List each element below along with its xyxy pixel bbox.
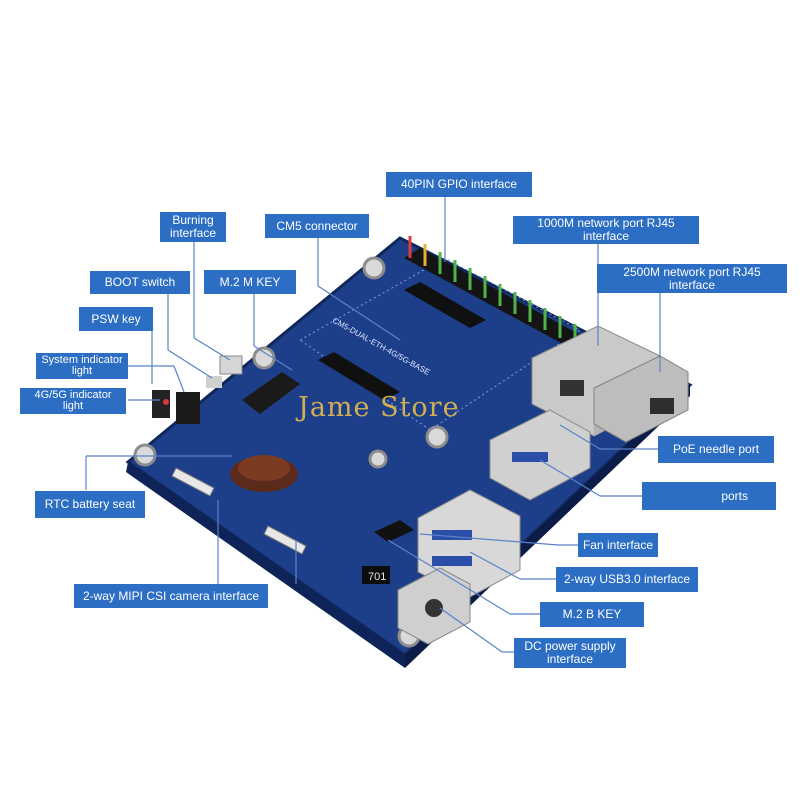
pcb-board-edge	[126, 462, 405, 668]
mounting-hole	[252, 346, 276, 370]
gpio-pins	[408, 236, 577, 346]
leader-lines	[85, 197, 661, 653]
mounting-hole	[362, 256, 386, 280]
rtc-battery	[230, 455, 298, 492]
label-boot-switch: BOOT switch	[90, 271, 190, 294]
mounting-hole	[133, 443, 157, 467]
dc-power-jack	[397, 567, 471, 645]
psw-button	[152, 390, 170, 418]
label-usb3: 2-way USB3.0 interface	[556, 567, 698, 592]
label-rj45-2500: 2500M network port RJ45 interface	[597, 264, 787, 293]
boot-switch	[206, 376, 222, 388]
label-system-indicator: System indicator light	[36, 353, 128, 379]
led-red	[163, 399, 169, 405]
label-dc-power: DC power supply interface	[514, 638, 626, 668]
label-cm5-connector: CM5 connector	[265, 214, 369, 238]
usb-ports-upper	[489, 409, 591, 501]
watermark: Jame Store	[298, 392, 460, 423]
label-psw-key: PSW key	[79, 307, 153, 331]
mounting-hole	[368, 449, 388, 469]
pcb-board-edge-right	[405, 385, 690, 668]
label-poe: PoE needle port	[658, 436, 774, 463]
label-fan: Fan interface	[578, 533, 658, 557]
label-ports: ports	[642, 482, 776, 510]
fan-connector	[374, 520, 414, 542]
cm5-connector-bottom	[318, 352, 400, 400]
rj45-2500-port	[593, 355, 689, 443]
m2-m-key-slot	[242, 372, 300, 414]
label-burning: Burning interface	[160, 212, 226, 242]
burning-port	[219, 355, 243, 375]
connector-mark: 701	[368, 571, 386, 583]
label-gpio: 40PIN GPIO interface	[386, 172, 532, 197]
led-block	[176, 392, 200, 424]
label-mipi-csi: 2-way MIPI CSI camera interface	[74, 584, 268, 608]
label-m2-b-key: M.2 B KEY	[540, 602, 644, 627]
label-rtc: RTC battery seat	[35, 491, 145, 518]
cm5-outline	[299, 257, 581, 431]
label-m2-m-key: M.2 M KEY	[204, 270, 296, 294]
cm5-connector-top	[404, 282, 486, 328]
label-rj45-1000: 1000M network port RJ45 interface	[513, 216, 699, 244]
label-4g5g-indicator: 4G/5G indicator light	[20, 388, 126, 414]
connector-mark-bg	[362, 566, 390, 584]
mipi-csi-connector	[171, 467, 215, 497]
mounting-hole	[425, 425, 449, 449]
